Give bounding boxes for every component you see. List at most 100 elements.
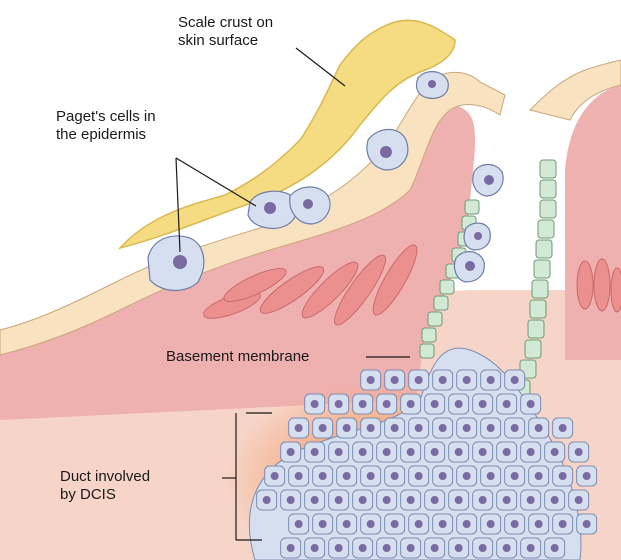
dcis-nucleus [511, 520, 519, 528]
dcis-nucleus [311, 448, 319, 456]
label-pagets-cells: Paget's cells in the epidermis [56, 108, 156, 144]
label-basement-membrane: Basement membrane [166, 348, 309, 366]
pagets-nucleus [380, 146, 392, 158]
dcis-nucleus [551, 496, 559, 504]
dcis-nucleus [463, 424, 471, 432]
label-scale-crust-line1: Scale crust on [178, 14, 273, 32]
dcis-nucleus [407, 448, 415, 456]
dcis-nucleus [439, 424, 447, 432]
dcis-nucleus [359, 544, 367, 552]
label-duct-dcis: Duct involved by DCIS [60, 468, 150, 504]
dcis-nucleus [479, 448, 487, 456]
pagets-nucleus [484, 175, 494, 185]
dcis-nucleus [391, 424, 399, 432]
dcis-nucleus [271, 472, 279, 480]
dcis-nucleus [487, 376, 495, 384]
dcis-nucleus [535, 424, 543, 432]
dcis-nucleus [287, 496, 295, 504]
dcis-nucleus [455, 448, 463, 456]
dcis-nucleus [559, 424, 567, 432]
dcis-nucleus [319, 424, 327, 432]
dcis-nucleus [455, 544, 463, 552]
dcis-nucleus [503, 400, 511, 408]
dcis-nucleus [415, 520, 423, 528]
dcis-nucleus [391, 376, 399, 384]
dcis-nucleus [383, 400, 391, 408]
dcis-nucleus [439, 376, 447, 384]
dcis-nucleus [311, 496, 319, 504]
pagets-nucleus [465, 261, 475, 271]
dcis-nucleus [415, 424, 423, 432]
dcis-nucleus [511, 472, 519, 480]
dcis-nucleus [391, 520, 399, 528]
dcis-nucleus [527, 400, 535, 408]
dcis-nucleus [479, 544, 487, 552]
dcis-nucleus [367, 520, 375, 528]
dcis-nucleus [383, 544, 391, 552]
dcis-nucleus [319, 472, 327, 480]
dcis-nucleus [431, 496, 439, 504]
dcis-nucleus [463, 520, 471, 528]
label-duct-line1: Duct involved [60, 468, 150, 486]
dcis-nucleus [311, 544, 319, 552]
dcis-nucleus [463, 376, 471, 384]
dcis-nucleus [295, 424, 303, 432]
dcis-nucleus [407, 496, 415, 504]
dcis-nucleus [527, 448, 535, 456]
pagets-nucleus [303, 199, 313, 209]
dcis-nucleus [559, 520, 567, 528]
dcis-nucleus [535, 472, 543, 480]
dcis-nucleus [479, 400, 487, 408]
dcis-nucleus [319, 520, 327, 528]
dcis-nucleus [407, 544, 415, 552]
dcis-nucleus [487, 424, 495, 432]
pagets-nucleus [173, 255, 187, 269]
label-scale-crust-line2: skin surface [178, 32, 273, 50]
dcis-nucleus [575, 496, 583, 504]
dcis-nucleus [551, 448, 559, 456]
dcis-nucleus [431, 544, 439, 552]
dcis-nucleus [487, 520, 495, 528]
dcis-nucleus [367, 376, 375, 384]
dcis-nucleus [575, 448, 583, 456]
dcis-nucleus [479, 496, 487, 504]
dcis-nucleus [335, 448, 343, 456]
dcis-nucleus [263, 496, 271, 504]
dcis-nucleus [551, 544, 559, 552]
dcis-nucleus [295, 472, 303, 480]
dcis-nucleus [527, 544, 535, 552]
dcis-nucleus [359, 496, 367, 504]
pagets-nucleus [474, 232, 482, 240]
dcis-nucleus [503, 448, 511, 456]
dcis-nucleus [415, 472, 423, 480]
label-scale-crust: Scale crust on skin surface [178, 14, 273, 50]
label-pagets-line1: Paget's cells in [56, 108, 156, 126]
dcis-nucleus [431, 400, 439, 408]
dcis-nucleus [295, 520, 303, 528]
dcis-nucleus [527, 496, 535, 504]
dcis-nucleus [287, 448, 295, 456]
label-duct-line2: by DCIS [60, 486, 150, 504]
dcis-nucleus [559, 472, 567, 480]
dcis-nucleus [455, 400, 463, 408]
dcis-nucleus [391, 472, 399, 480]
dcis-nucleus [511, 424, 519, 432]
dcis-nucleus [439, 472, 447, 480]
label-pagets-line2: the epidermis [56, 126, 156, 144]
dcis-nucleus [367, 424, 375, 432]
dcis-nucleus [407, 400, 415, 408]
dcis-nucleus [431, 448, 439, 456]
dcis-nucleus [511, 376, 519, 384]
dcis-nucleus [415, 376, 423, 384]
dcis-nucleus [583, 520, 591, 528]
dcis-nucleus [343, 472, 351, 480]
dcis-nucleus [439, 520, 447, 528]
dcis-nucleus [383, 496, 391, 504]
dcis-nucleus [487, 472, 495, 480]
dcis-nucleus [503, 544, 511, 552]
dcis-nucleus [535, 520, 543, 528]
dcis-nucleus [367, 472, 375, 480]
pagets-nucleus [264, 202, 276, 214]
dcis-nucleus [311, 400, 319, 408]
